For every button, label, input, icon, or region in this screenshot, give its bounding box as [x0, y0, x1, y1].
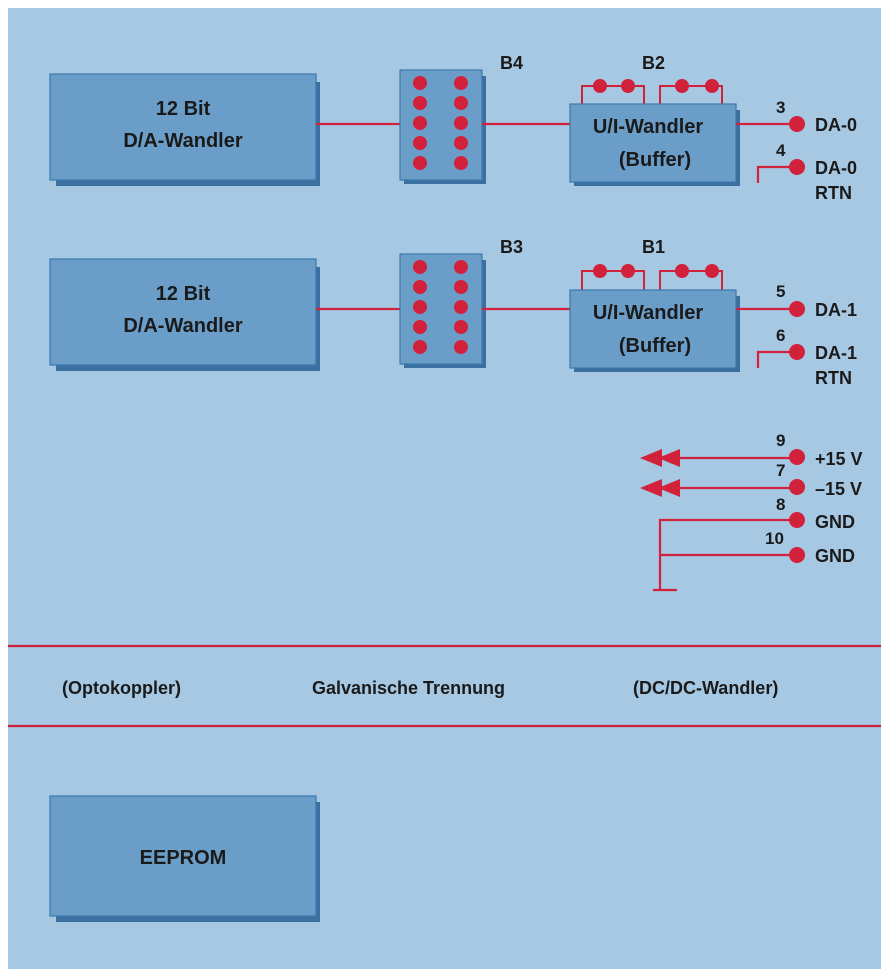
eeprom-label: EEPROM [140, 847, 227, 869]
eeprom-block [49, 795, 317, 917]
buffer-block-1 [569, 289, 737, 369]
bridge-jumper-b2 [581, 79, 723, 106]
jumper-label-b4: B4 [500, 53, 523, 73]
power-label-gnd-8: GND [815, 512, 855, 532]
pin-number-10: 10 [765, 529, 784, 548]
isolation-right-label: (DC/DC-Wandler) [633, 678, 778, 698]
terminal-pin-4 [789, 159, 805, 175]
pin-number-5: 5 [776, 282, 785, 301]
terminal-pin-3 [789, 116, 805, 132]
buffer-block-0 [569, 103, 737, 183]
power-terminals: 9 +15 V 7 –15 V 8 GND 10 GND [640, 431, 863, 592]
buffer-1-line2: (Buffer) [619, 335, 691, 357]
terminal-pin-7 [789, 479, 805, 495]
rtn-label-da1-line1: DA-1 [815, 343, 857, 363]
terminal-pin-6 [789, 344, 805, 360]
terminal-pin-10 [789, 547, 805, 563]
dac-block-0 [49, 73, 317, 181]
jumper-b3-pins [413, 260, 468, 354]
pin-number-9: 9 [776, 431, 785, 450]
pin-number-3: 3 [776, 98, 785, 117]
jumper-label-b2: B2 [642, 53, 665, 73]
dac-0-line1: 12 Bit [156, 98, 211, 120]
buffer-1-line1: U/I-Wandler [593, 302, 704, 324]
power-label-minus15: –15 V [815, 479, 862, 499]
terminal-pin-8 [789, 512, 805, 528]
power-label-plus15: +15 V [815, 449, 863, 469]
jumper-block-b3 [399, 253, 483, 365]
jumper-label-b3: B3 [500, 237, 523, 257]
channel-1: 12 Bit D/A-Wandler B3 B1 U/I-Wandler (Bu… [49, 237, 857, 388]
dac-block-1 [49, 258, 317, 366]
isolation-center-label: Galvanische Trennung [312, 678, 505, 698]
pin-number-8: 8 [776, 495, 785, 514]
pin-number-7: 7 [776, 461, 785, 480]
dac-1-line1: 12 Bit [156, 283, 211, 305]
channel-0: 12 Bit D/A-Wandler B4 B2 U/I-Wandler [49, 53, 857, 203]
arrow-minus15-icon [640, 479, 662, 497]
eeprom-section: EEPROM [49, 795, 320, 922]
jumper-b4-pins [413, 76, 468, 170]
jumper-label-b1: B1 [642, 237, 665, 257]
pin-number-6: 6 [776, 326, 785, 345]
isolation-left-label: (Optokoppler) [62, 678, 181, 698]
buffer-0-line2: (Buffer) [619, 149, 691, 171]
isolation-band: (Optokoppler) Galvanische Trennung (DC/D… [8, 644, 881, 728]
dac-1-line2: D/A-Wandler [123, 315, 242, 337]
terminal-pin-9 [789, 449, 805, 465]
buffer-0-line1: U/I-Wandler [593, 116, 704, 138]
rtn-label-da0-line2: RTN [815, 183, 852, 203]
dac-0-line2: D/A-Wandler [123, 130, 242, 152]
jumper-block-b4 [399, 69, 483, 181]
output-label-da1: DA-1 [815, 300, 857, 320]
arrow-plus15-icon [640, 449, 662, 467]
rtn-label-da1-line2: RTN [815, 368, 852, 388]
terminal-pin-5 [789, 301, 805, 317]
power-label-gnd-10: GND [815, 546, 855, 566]
bridge-jumper-b1 [581, 264, 723, 292]
pin-number-4: 4 [776, 141, 786, 160]
output-label-da0: DA-0 [815, 115, 857, 135]
rtn-label-da0-line1: DA-0 [815, 158, 857, 178]
